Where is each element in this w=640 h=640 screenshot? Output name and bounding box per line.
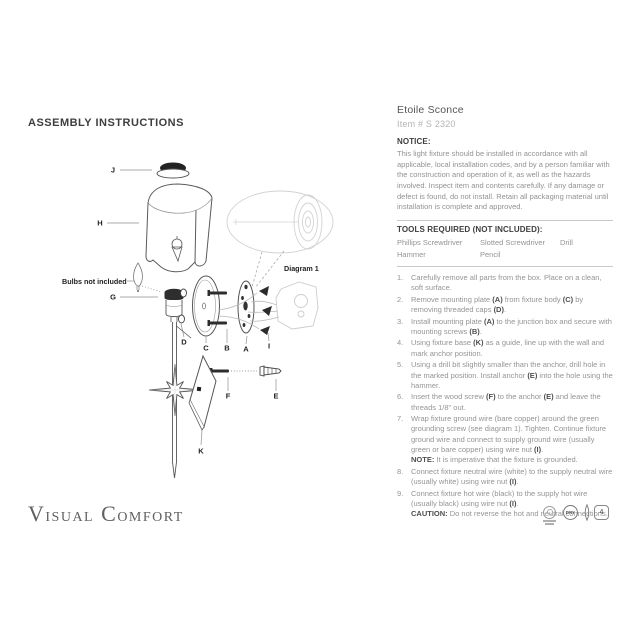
assembly-steps: 1. Carefully remove all parts from the bo… [397,273,613,519]
tool-item: Phillips Screwdriver [397,237,463,247]
assembly-diagram: J H Bulbs not included G D C B A I F E K… [0,140,360,490]
step-number: 5. [397,360,404,370]
step-text: Insert the wood screw (F) to the anchor … [411,392,601,412]
product-name: Etoile Sconce [397,104,464,116]
tools-list: Phillips Screwdriver Slotted Screwdriver D… [397,238,613,259]
instruction-step: 7. Wrap fixture ground wire (bare copper)… [397,414,613,465]
supply-wires [218,292,280,330]
notice-text: This light fixture should be installed i… [397,149,610,212]
part-label-i: I [267,341,271,351]
divider [397,265,613,267]
page-number-badge: 4 [594,505,609,520]
step-text: Install mounting plate (A) to the juncti… [411,316,612,336]
instruction-step: 3. Install mounting plate (A) to the junc… [397,317,613,337]
part-label-b: B [224,343,230,353]
shade-part [145,183,213,273]
part-label-f: F [225,391,231,401]
part-label-e: E [273,391,279,401]
divider [397,219,613,221]
tool-item [560,250,613,259]
step-number: 6. [397,392,404,402]
item-number: Item # S 2320 [397,119,456,129]
finial-part [156,162,190,179]
part-label-c: C [203,343,209,353]
tool-item: Drill [560,237,573,247]
mounting-screws-part [207,290,227,326]
mounting-plate-part [237,280,255,334]
threaded-caps-part [178,288,187,324]
tool-item: Slotted Screwdriver [480,237,546,247]
step-text: Connect fixture hot wire (black) to the … [411,488,608,518]
part-label-a: A [243,344,249,354]
bulb-part [133,262,162,293]
diagram1-label: Diagram 1 [284,264,319,273]
anchor-part [259,365,282,377]
junction-box-ghost [275,281,319,330]
step-number: 9. [397,488,404,498]
certification-icon [541,504,558,526]
notice-label: NOTICE: [397,137,431,146]
fixture-backplate-part [192,275,220,337]
diagram1-balloon [226,190,334,254]
step-text: Remove mounting plate (A) from fixture b… [411,294,584,314]
step-text: Wrap fixture ground wire (bare copper) a… [411,414,607,465]
logo-rest-omfort: OMFORT [117,510,184,525]
step-number: 8. [397,466,404,476]
logo-initial-c: C [101,501,118,526]
tool-item: Hammer [397,249,426,259]
part-label-h: H [97,218,103,228]
step-number: 7. [397,414,404,424]
wood-screw-part [210,368,257,374]
step-number: 4. [397,338,404,348]
step-number: 1. [397,272,404,282]
logo-rest-isual: ISUAL [45,510,95,525]
instruction-step: 9. Connect fixture hot wire (black) to th… [397,489,613,520]
flame-shape-icon [583,504,591,521]
fixture-base-part [188,354,217,431]
instructions-column: Etoile Sconce Item # S 2320 NOTICE: This… [397,104,613,521]
instruction-step: 8. Connect fixture neutral wire (white) t… [397,467,613,487]
bulbs-note: Bulbs not included [62,277,127,286]
step-text: Using a drill bit slightly smaller than … [411,360,613,390]
socket-part [164,288,184,322]
instruction-step: 2. Remove mounting plate (A) from fixture… [397,295,613,315]
part-label-j: J [110,165,116,175]
instruction-step: 4. Using fixture base (K) as a guide, lin… [397,338,613,358]
dry-rating-badge: DRY [563,505,578,520]
part-label-g: G [110,292,116,302]
part-label-d: D [181,337,187,347]
sconce-exploded-drawing [107,162,334,479]
logo-initial-v: V [28,501,46,526]
page-title: ASSEMBLY INSTRUCTIONS [28,117,184,129]
instruction-step: 6. Insert the wood screw (F) to the ancho… [397,392,613,412]
tool-item: Pencil [480,249,501,259]
step-text: Carefully remove all parts from the box.… [411,272,602,293]
part-label-k: K [198,446,204,456]
step-text: Using fixture base (K) as a guide, line … [411,338,605,358]
instruction-step: 5. Using a drill bit slightly smaller tha… [397,360,613,391]
step-text: Connect fixture neutral wire (white) to … [411,466,613,486]
wire-nuts-part [259,286,272,335]
instruction-step: 1. Carefully remove all parts from the bo… [397,273,613,293]
step-number: 3. [397,316,404,326]
tools-label: TOOLS REQUIRED (NOT INCLUDED): [397,224,543,234]
step-number: 2. [397,294,404,304]
